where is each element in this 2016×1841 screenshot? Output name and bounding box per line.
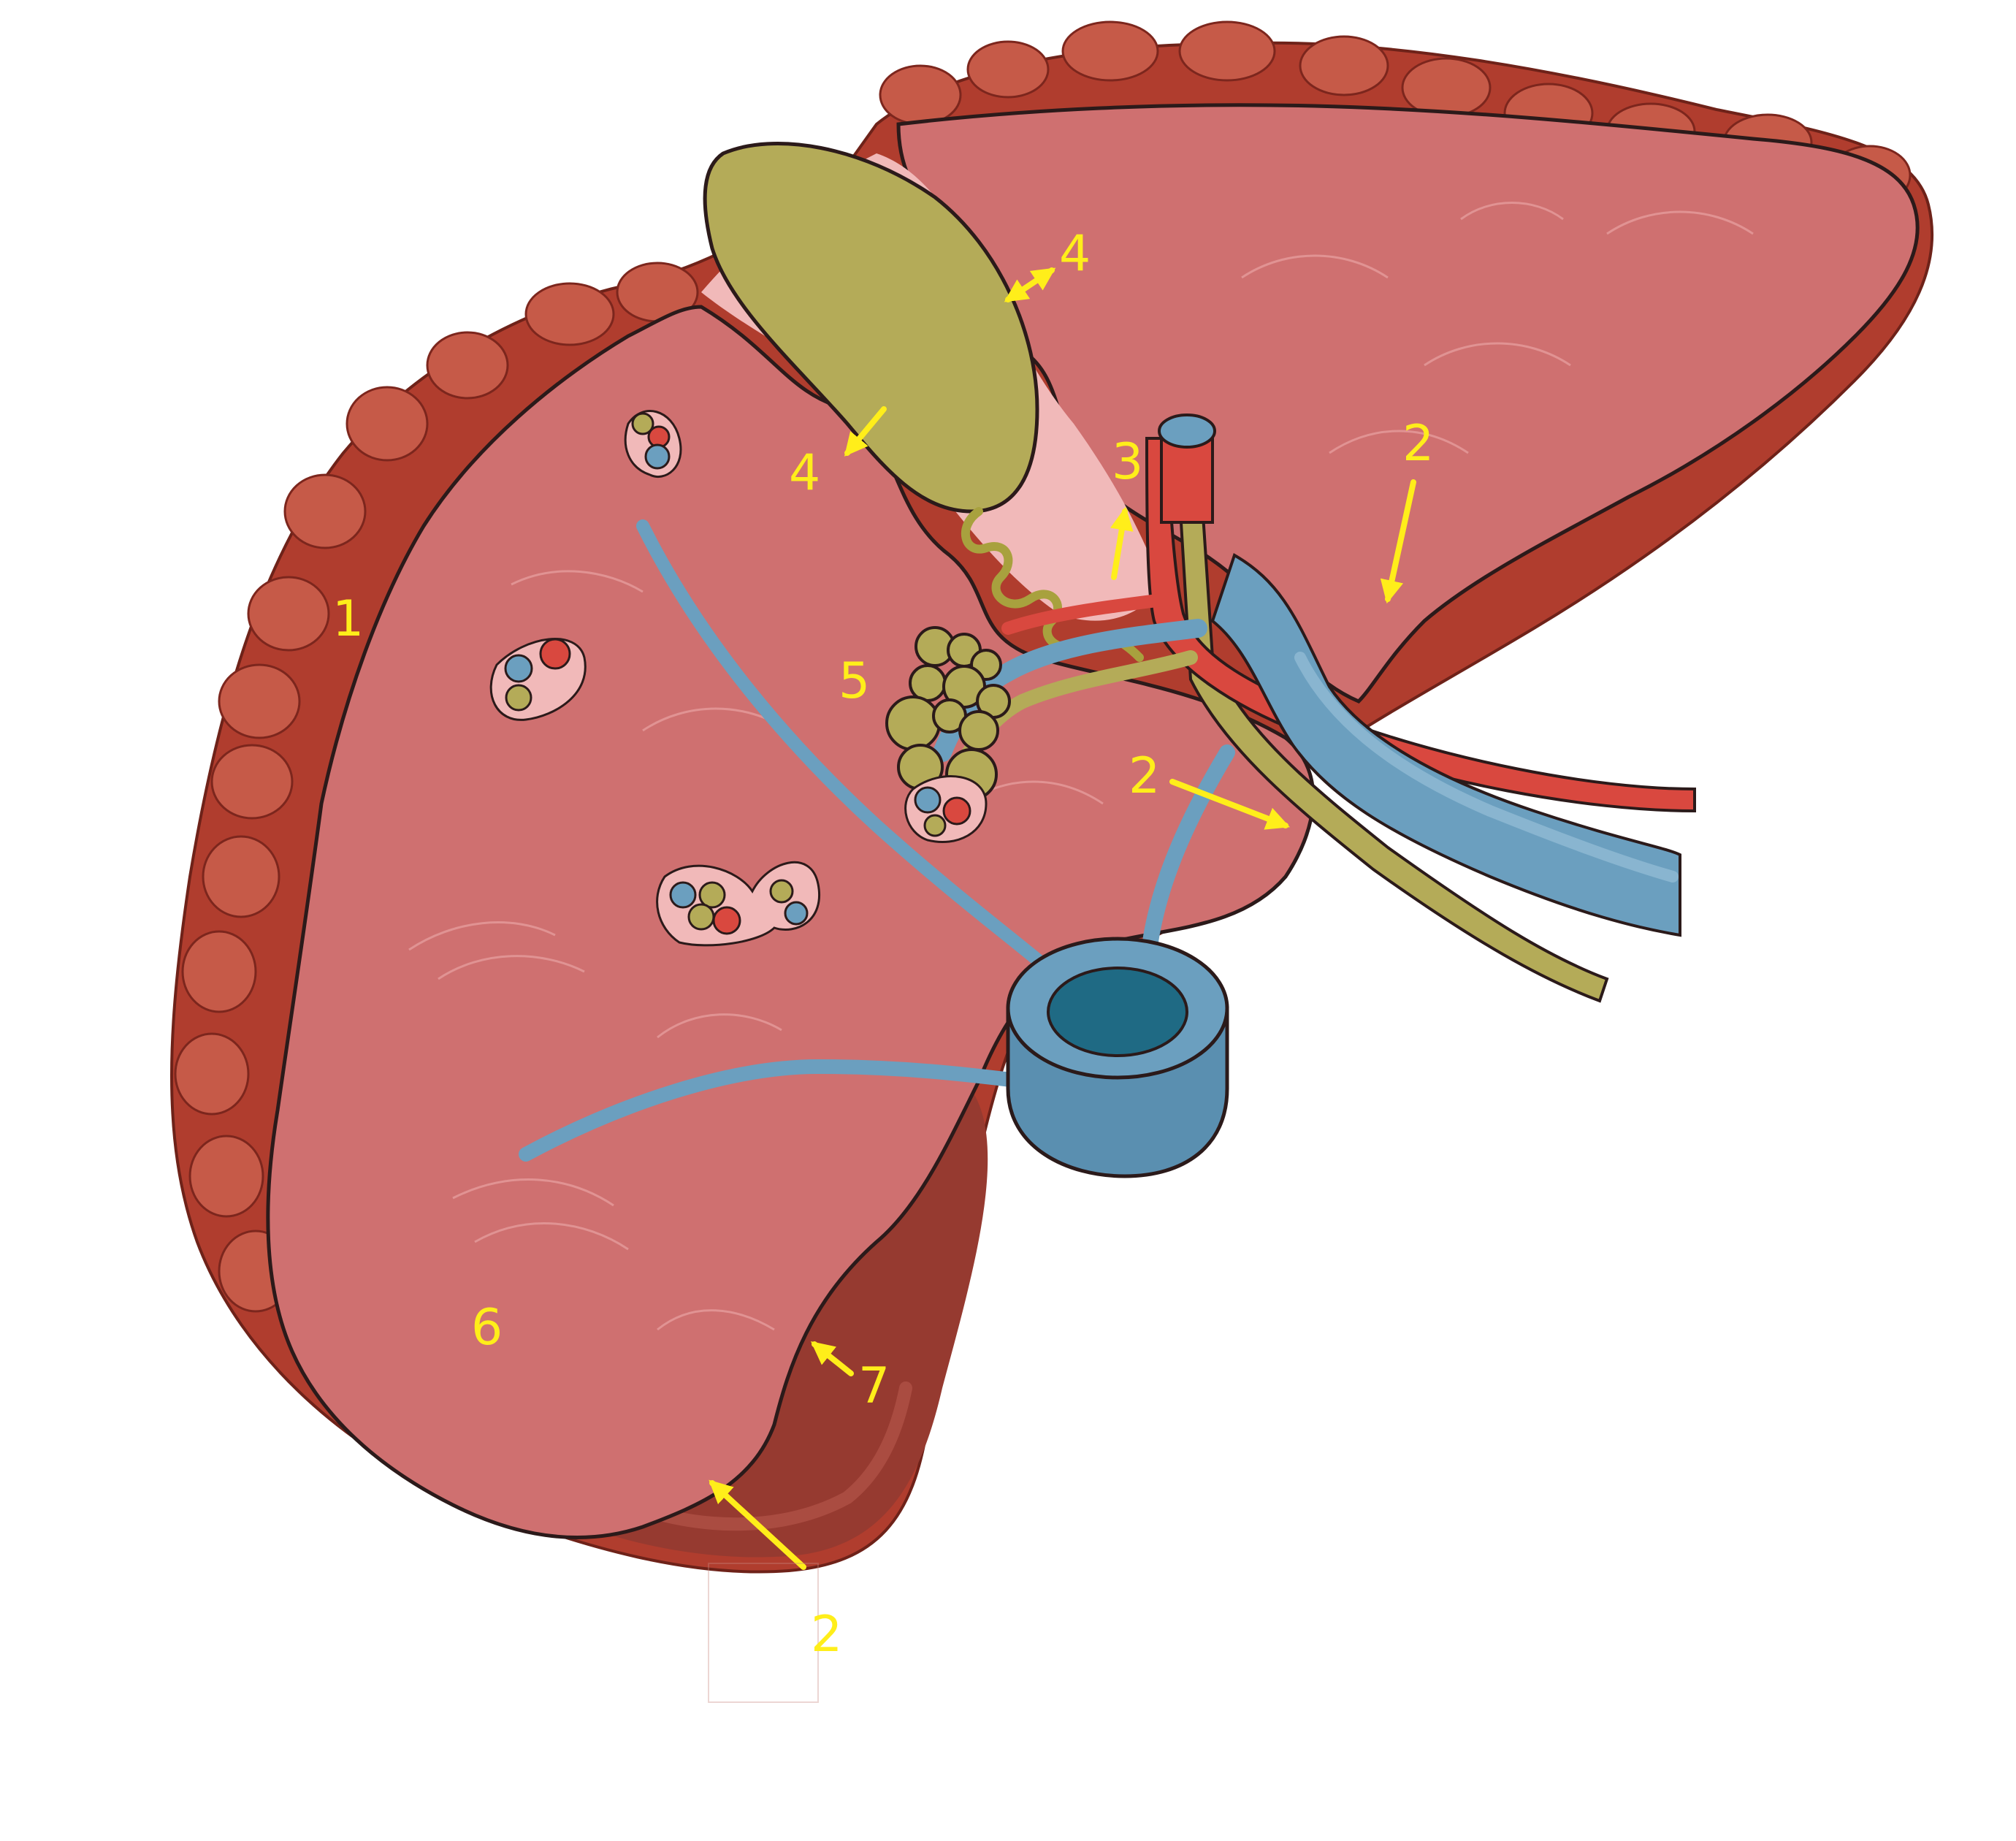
arrow-7 bbox=[811, 1341, 854, 1376]
label-6: 6 bbox=[471, 1299, 503, 1357]
portal-triad-1 bbox=[624, 410, 682, 478]
pointer-arrows bbox=[709, 267, 1416, 1570]
arrow-2-bottom bbox=[709, 1479, 806, 1570]
portal-triad-3 bbox=[904, 775, 988, 844]
lower-lobe bbox=[419, 1081, 988, 1558]
label-1: 1 bbox=[332, 590, 364, 648]
label-3: 3 bbox=[1112, 433, 1143, 491]
gallbladder-body bbox=[703, 142, 1039, 514]
arrow-3 bbox=[1110, 506, 1134, 580]
portal-triad-4 bbox=[656, 861, 820, 947]
label-5: 5 bbox=[839, 652, 870, 710]
portal-triad-2 bbox=[489, 638, 587, 721]
arrow-2-middle bbox=[1169, 779, 1290, 830]
label-2-bottom: 2 bbox=[811, 1606, 842, 1663]
vessel-stump-lumen bbox=[1158, 413, 1216, 449]
arrow-4-top bbox=[1004, 267, 1056, 302]
capsule-nodules bbox=[174, 20, 1912, 1313]
faint-marker-box bbox=[708, 1563, 819, 1703]
arrow-4-left bbox=[844, 406, 887, 457]
label-4-top: 4 bbox=[1059, 225, 1091, 283]
cut-surface-right bbox=[896, 103, 1920, 704]
artery-branch-left bbox=[1001, 592, 1175, 635]
portal-vein-highlight bbox=[1294, 652, 1679, 883]
portal-triads bbox=[489, 410, 988, 947]
label-2-top-right: 2 bbox=[1402, 415, 1434, 473]
label-7: 7 bbox=[858, 1357, 890, 1415]
label-2-middle: 2 bbox=[1129, 747, 1160, 805]
vena-cava-ring bbox=[1006, 937, 1229, 1178]
labels: 1 2 2 2 3 4 4 5 6 7 bbox=[332, 225, 1434, 1663]
arrow-2-top-right bbox=[1380, 479, 1416, 604]
common-bile-duct bbox=[1174, 437, 1609, 1003]
label-4-left: 4 bbox=[789, 444, 820, 502]
